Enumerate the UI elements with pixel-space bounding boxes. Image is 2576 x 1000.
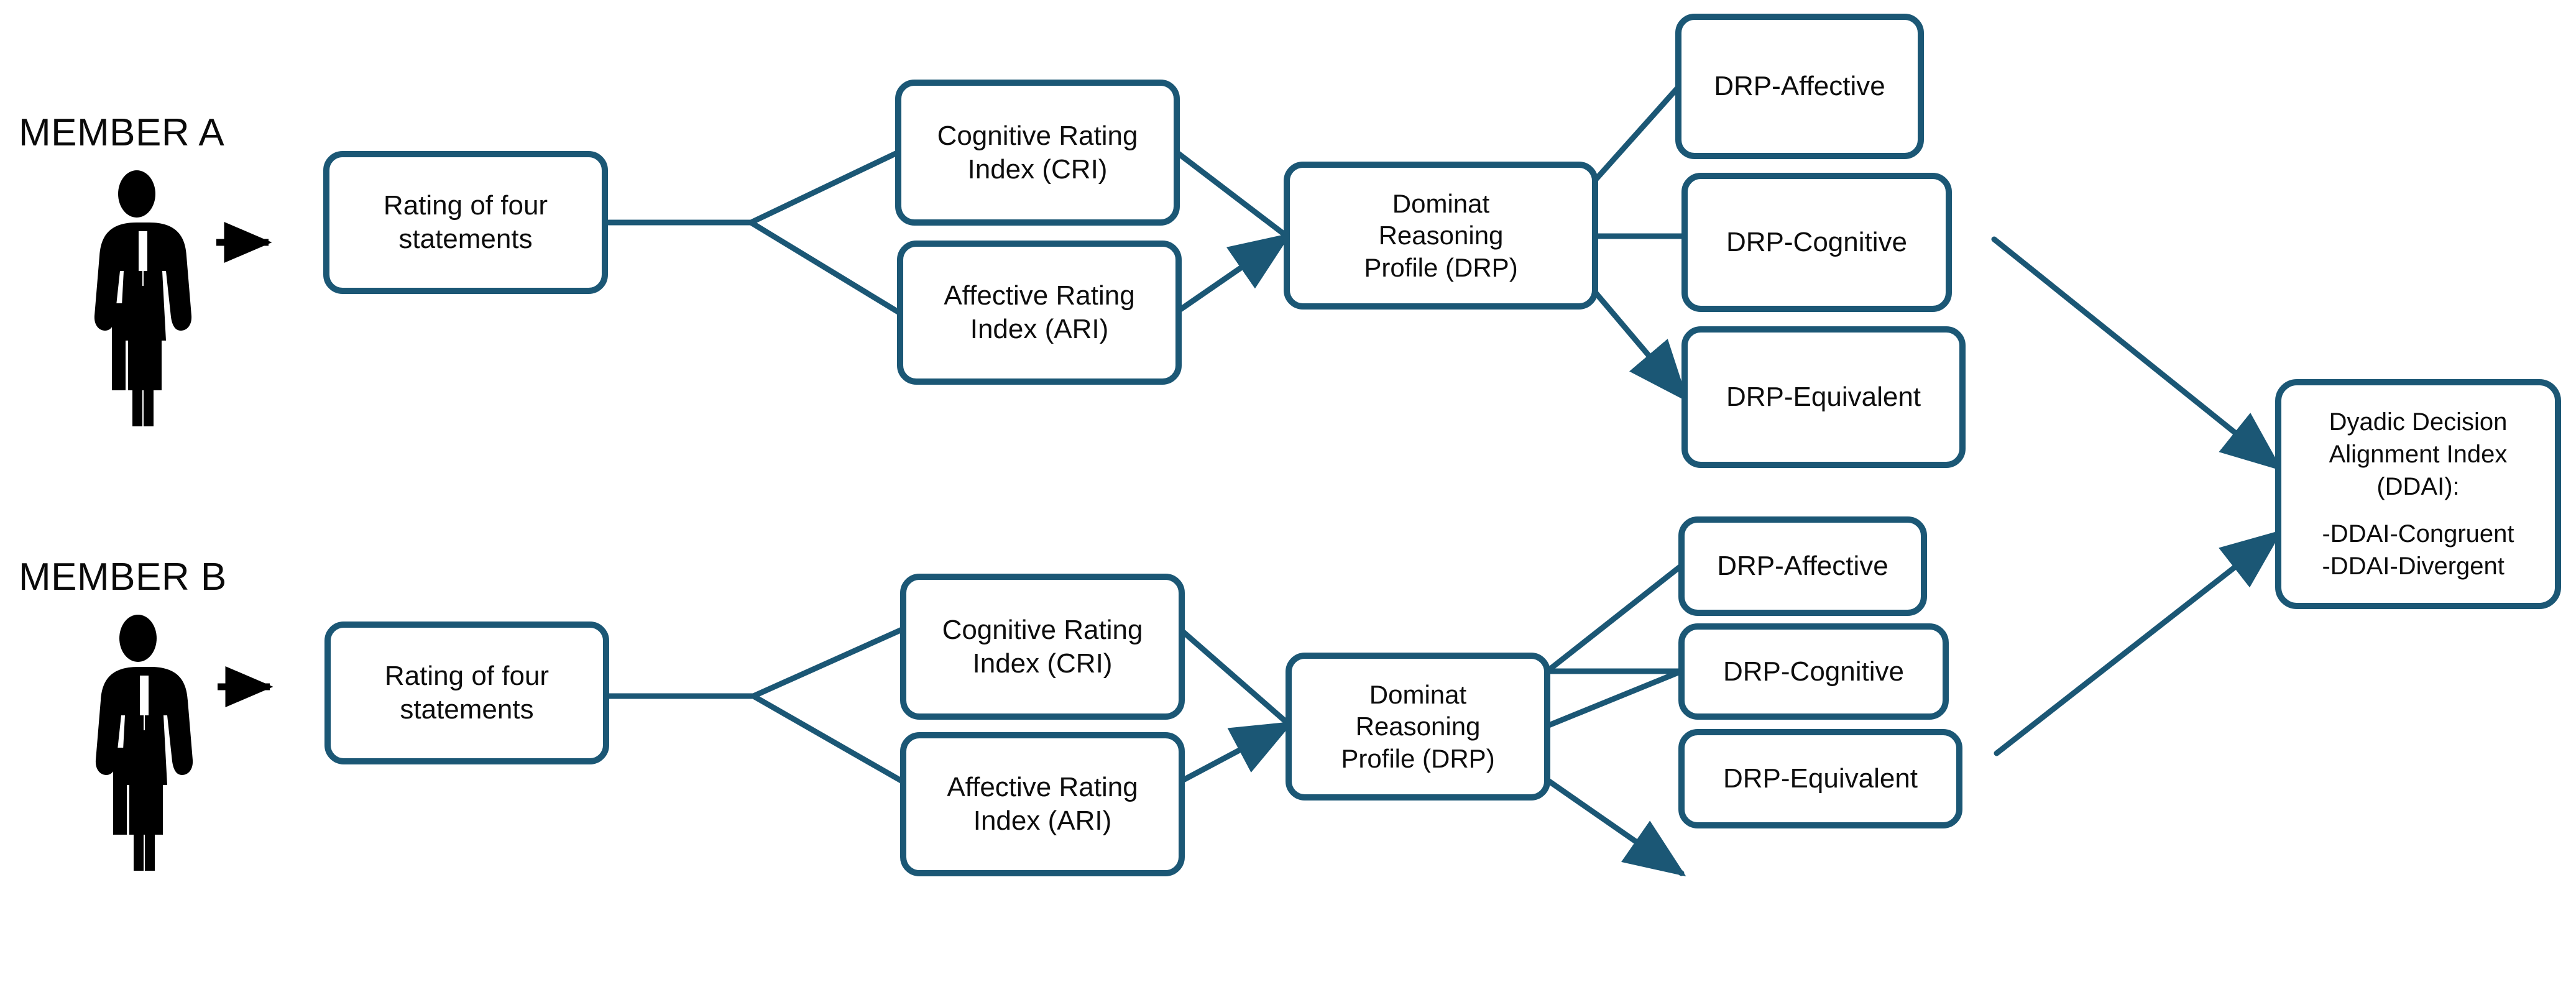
label-ddai-bullets: -DDAI-Congruent -DDAI-Divergent [2322, 518, 2514, 582]
connector-drp-equivalent-a [1592, 289, 1688, 402]
box-ari-b[interactable] [900, 732, 1185, 876]
box-ari-a[interactable] [897, 241, 1182, 385]
box-drp-equivalent-b[interactable] [1678, 729, 1962, 828]
box-drp-affective-b[interactable] [1678, 516, 1927, 616]
member-b-label: MEMBER B [19, 556, 227, 599]
box-ddai[interactable] [2275, 379, 2561, 609]
connector-split-cri-a [748, 149, 901, 226]
box-drp-cognitive-a[interactable] [1681, 173, 1952, 312]
connector-group-member-b [603, 562, 1686, 877]
box-drp-affective-a[interactable] [1675, 14, 1924, 159]
node-boxes [323, 14, 2561, 876]
connector-split-cri-b [750, 626, 906, 699]
connector-cri-drp-b [1177, 626, 1292, 727]
label-ddai-heading: Dyadic Decision Alignment Index (DDAI): [2329, 406, 2508, 503]
box-rating-b[interactable] [324, 622, 609, 764]
person-icon-member-a [94, 170, 192, 426]
member-a-label: MEMBER A [19, 111, 225, 154]
connector-split-ari-a [748, 219, 901, 315]
label-ddai-line3: (DDAI): [2376, 473, 2460, 500]
connector-ari-drp-a [1174, 232, 1292, 315]
box-rating-a[interactable] [323, 151, 608, 294]
connector-drp-equivalent-b [1544, 777, 1686, 877]
box-cri-a[interactable] [895, 80, 1180, 226]
connector-group-member-a [602, 84, 1688, 402]
connector-cognitive-b-ddai [1994, 530, 2283, 756]
connector-drp-affective-b [1544, 562, 1685, 674]
connector-ari-drp-b [1177, 721, 1294, 785]
connector-split-ari-b [750, 693, 906, 785]
label-ddai-line2: Alignment Index [2329, 441, 2508, 468]
connector-drp-affective-a [1592, 84, 1681, 183]
connector-drp-cognitive-b-seg [1544, 668, 1685, 729]
box-drp-cognitive-b[interactable] [1678, 623, 1949, 720]
person-icon-member-b [95, 615, 193, 871]
box-drp-b[interactable] [1286, 653, 1550, 800]
label-ddai-congruent: -DDAI-Congruent [2322, 520, 2514, 548]
connector-cognitive-a-ddai [1991, 236, 2283, 471]
connector-cri-drp-a [1174, 149, 1290, 239]
label-ddai-line1: Dyadic Decision [2329, 408, 2508, 436]
connector-group-ddai [1991, 236, 2283, 756]
box-drp-a[interactable] [1284, 162, 1598, 310]
label-ddai-divergent: -DDAI-Divergent [2322, 553, 2505, 580]
box-cri-b[interactable] [900, 574, 1185, 720]
box-drp-equivalent-a[interactable] [1681, 326, 1966, 468]
label-ddai: Dyadic Decision Alignment Index (DDAI): … [2278, 382, 2558, 606]
